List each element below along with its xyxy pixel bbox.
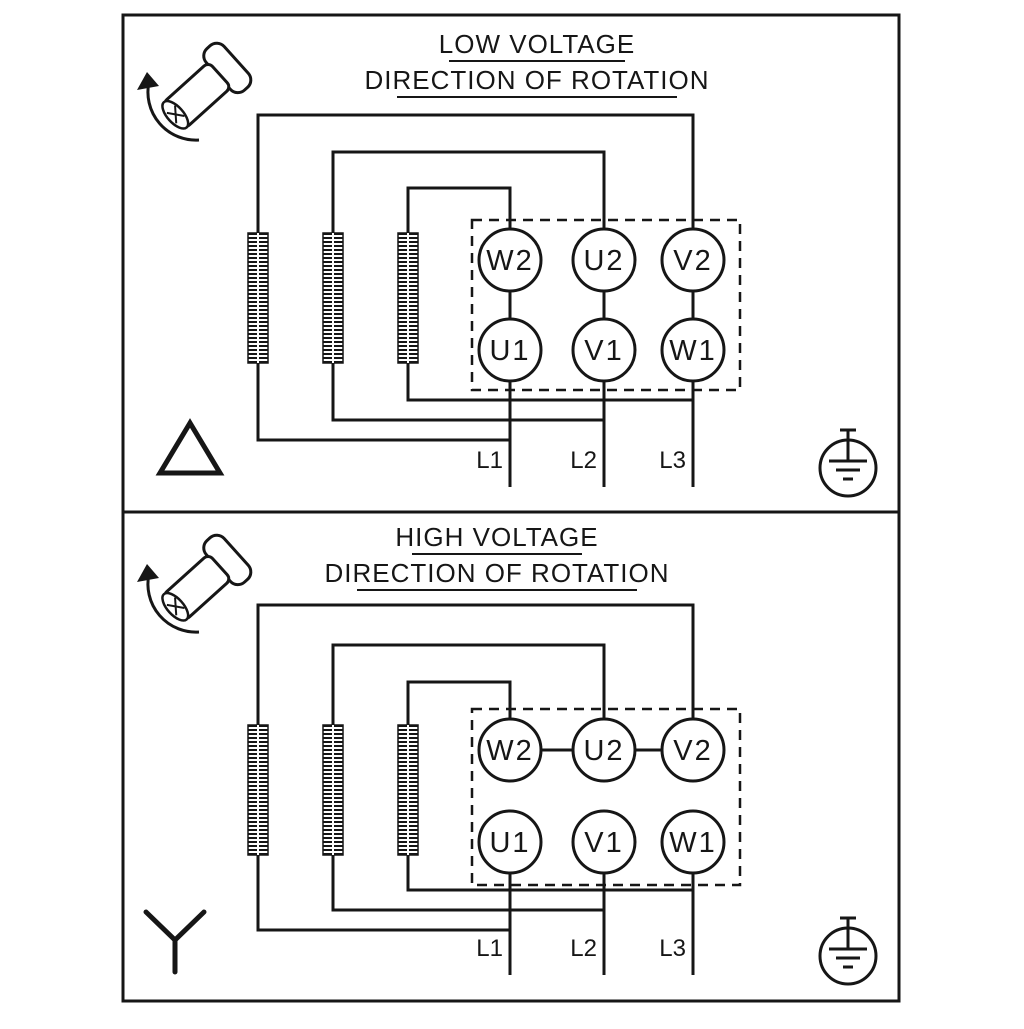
wire — [331, 643, 606, 725]
motor-winding-coil — [322, 232, 344, 364]
motor-winding-coil — [397, 232, 419, 364]
rotation-direction-icon — [135, 37, 257, 143]
terminal-w1: W1 — [660, 809, 726, 875]
panel-subtitle: DIRECTION OF ROTATION — [324, 558, 669, 588]
terminal-board-outline — [470, 218, 742, 392]
delta-link-wires — [508, 291, 695, 319]
low-voltage-panel: LOW VOLTAGE DIRECTION OF ROTATION W2 U2 — [121, 13, 901, 514]
terminal-label: V2 — [673, 245, 712, 277]
terminal-v1: V1 — [571, 317, 637, 383]
terminal-label: V1 — [584, 827, 623, 859]
panel-subtitle: DIRECTION OF ROTATION — [364, 65, 709, 95]
terminal-label: V2 — [673, 735, 712, 767]
wire — [256, 855, 510, 932]
supply-line-label: L3 — [659, 447, 686, 474]
wire — [256, 363, 510, 442]
supply-line-label: L1 — [476, 447, 503, 474]
terminal-label: U1 — [489, 335, 530, 367]
wire — [256, 603, 695, 725]
terminal-label: V1 — [584, 335, 623, 367]
star-connection-icon — [143, 909, 207, 975]
terminal-label: W1 — [669, 827, 717, 859]
panel-title: LOW VOLTAGE — [439, 29, 635, 59]
terminal-label: U2 — [583, 245, 624, 277]
terminal-label: U1 — [489, 827, 530, 859]
motor-winding-coil — [397, 724, 419, 856]
terminal-label: W2 — [486, 245, 534, 277]
panel-border — [121, 510, 901, 1003]
terminal-u1: U1 — [477, 809, 543, 875]
wire — [406, 186, 512, 233]
terminal-w2: W2 — [477, 227, 543, 293]
terminal-v2: V2 — [660, 717, 726, 783]
high-voltage-panel: HIGH VOLTAGE DIRECTION OF ROTATION W2 U2 — [121, 510, 901, 1003]
supply-line-label: L2 — [570, 447, 597, 474]
wire — [406, 680, 512, 725]
supply-line-label: L1 — [476, 935, 503, 962]
wire — [256, 113, 695, 233]
earth-ground-icon — [818, 916, 878, 986]
earth-ground-icon — [818, 428, 878, 498]
supply-lead-wires — [508, 381, 695, 487]
panel-title: HIGH VOLTAGE — [395, 522, 598, 552]
rotation-direction-icon — [135, 529, 257, 635]
wire — [406, 855, 693, 892]
terminal-u2: U2 — [571, 717, 637, 783]
supply-lead-wires — [508, 873, 695, 975]
terminal-v2: V2 — [660, 227, 726, 293]
wire — [331, 363, 604, 422]
terminal-w2: W2 — [477, 717, 543, 783]
wire — [331, 150, 606, 233]
terminal-label: U2 — [583, 735, 624, 767]
terminal-u1: U1 — [477, 317, 543, 383]
terminal-label: W2 — [486, 735, 534, 767]
supply-line-label: L3 — [659, 935, 686, 962]
terminal-v1: V1 — [571, 809, 637, 875]
motor-winding-coil — [247, 724, 269, 856]
wire — [406, 363, 693, 402]
terminal-label: W1 — [669, 335, 717, 367]
terminal-w1: W1 — [660, 317, 726, 383]
wire — [331, 855, 604, 912]
motor-winding-coil — [247, 232, 269, 364]
terminal-u2: U2 — [571, 227, 637, 293]
terminal-board-outline — [470, 707, 742, 887]
delta-connection-icon — [155, 418, 225, 476]
supply-line-label: L2 — [570, 935, 597, 962]
motor-winding-coil — [322, 724, 344, 856]
